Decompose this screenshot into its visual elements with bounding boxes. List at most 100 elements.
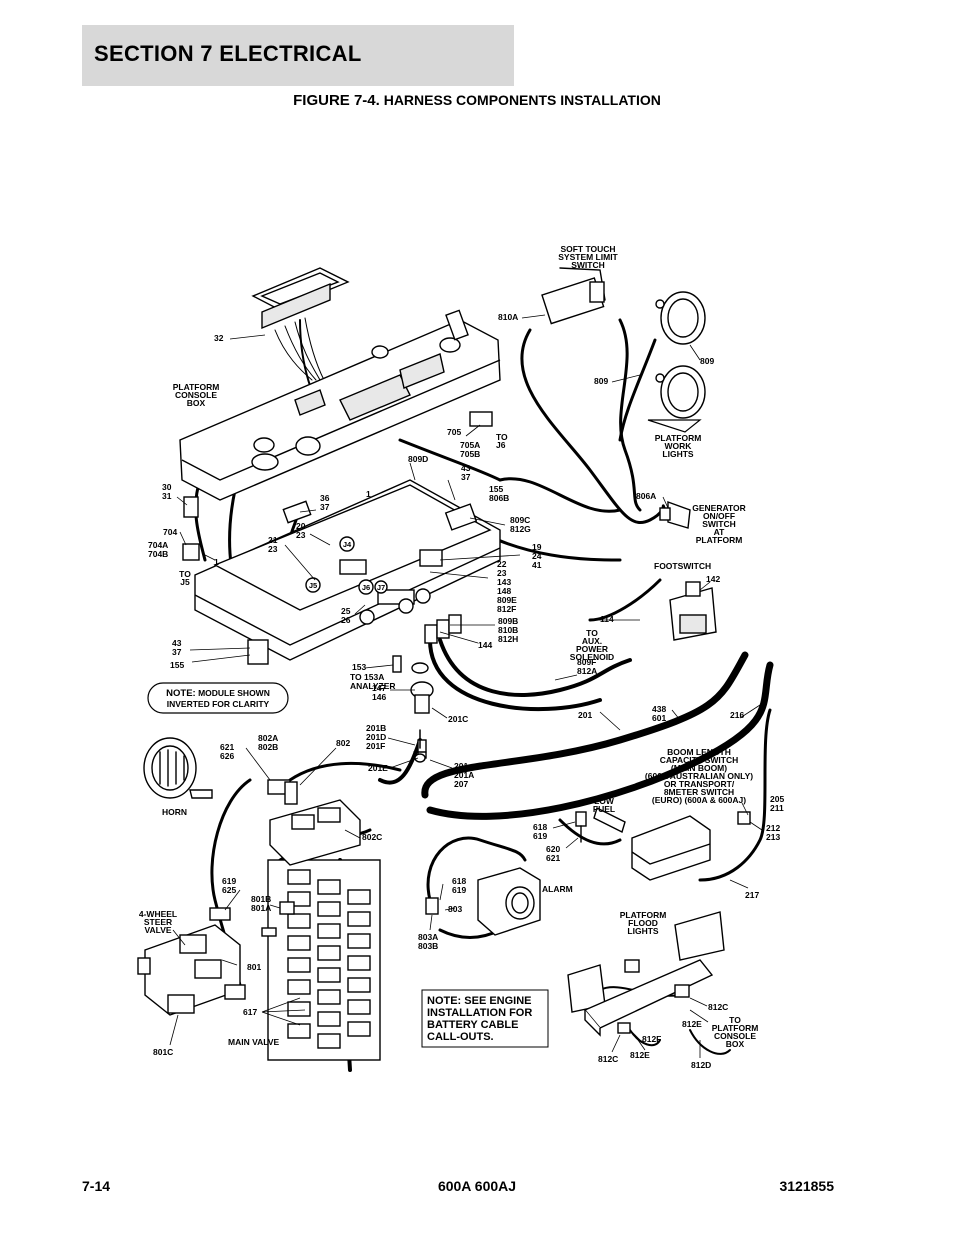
callout-line: 809C	[510, 515, 530, 525]
callout-line: 142	[706, 574, 720, 584]
callout-line: 201A	[454, 770, 474, 780]
callout-line: CONSOLE	[714, 1031, 756, 1041]
callout-line: TO 153A	[350, 672, 384, 682]
callout-line: 626	[220, 751, 234, 761]
callout-line: 213	[766, 832, 780, 842]
callout-line: CAPACITY SWITCH	[660, 755, 739, 765]
callout-line: GENERATOR	[692, 503, 746, 513]
callout-line: 704B	[148, 549, 168, 559]
callout-l-704: 704	[163, 527, 177, 537]
j3-marker: J6	[358, 579, 374, 595]
callout-line: SOFT TOUCH	[560, 244, 615, 254]
callout-line: TO	[496, 432, 508, 442]
callout-line: PLATFORM	[655, 433, 702, 443]
callout-line: VALVE	[144, 925, 171, 935]
callout-line: PLATFORM	[620, 910, 667, 920]
svg-text:J6: J6	[362, 583, 370, 592]
callout-line: TO	[729, 1015, 741, 1025]
callout-line: 705B	[460, 449, 480, 459]
callout-l-812f: 812F	[642, 1034, 661, 1044]
callout-line: 144	[478, 640, 492, 650]
callout-line: ON/OFF	[703, 511, 735, 521]
callout-line: 201E	[368, 763, 388, 773]
callout-line: 24	[532, 551, 542, 561]
callout-line: 812E	[630, 1050, 650, 1060]
callout-l-201e: 201E	[368, 763, 388, 773]
j-connector-markers: J4 J5 J6 J7	[305, 536, 431, 625]
callout-line: J6	[496, 440, 506, 450]
callout-l-803: 803	[448, 904, 462, 914]
callout-line: (MAIN BOOM)	[671, 763, 727, 773]
callout-line: 148	[497, 586, 511, 596]
callout-line: 802A	[258, 733, 278, 743]
callout-line: PLATFORM	[696, 535, 743, 545]
callout-line: 621	[220, 742, 234, 752]
callout-line: 617	[243, 1007, 257, 1017]
callout-horn: HORN	[162, 807, 187, 817]
callout-line: 22	[497, 559, 507, 569]
figure-title: FIGURE 7-4. HARNESS COMPONENTS INSTALLAT…	[0, 92, 954, 109]
callout-line: 143	[497, 577, 511, 587]
note-module-inverted: NOTE: MODULE SHOWN INVERTED FOR CLARITY	[147, 682, 289, 714]
callout-line: 201B	[366, 723, 386, 733]
callout-footswitch: FOOTSWITCH	[654, 561, 711, 571]
main-valve-icon	[267, 859, 381, 1061]
callout-line: MAIN VALVE	[228, 1037, 279, 1047]
callout-line: 806B	[489, 493, 509, 503]
callout-line: 809	[594, 376, 608, 386]
callout-line: 812H	[498, 634, 518, 644]
callout-line: 37	[461, 472, 471, 482]
callout-line: 114	[600, 614, 614, 624]
callout-l-617: 617	[243, 1007, 257, 1017]
callout-line: 216	[730, 710, 744, 720]
callout-line: LOW	[594, 796, 615, 806]
callout-line: 802	[336, 738, 350, 748]
callout-l-809a: 809	[594, 376, 608, 386]
callout-line: 36	[320, 493, 330, 503]
battery-cable-terminal-icon	[413, 729, 427, 763]
callout-line: 801A	[251, 903, 271, 913]
callout-line: 812A	[577, 666, 597, 676]
callout-line: 810B	[498, 625, 518, 635]
callout-line: 32	[214, 333, 224, 343]
j6-marker	[398, 598, 414, 614]
callout-line: SWITCH	[571, 260, 605, 270]
callout-line: FLOOD	[628, 918, 658, 928]
callout-line: FUEL	[593, 804, 615, 814]
connector-801-icon	[261, 779, 298, 937]
callout-line: 8METER SWITCH	[664, 787, 734, 797]
svg-text:J4: J4	[343, 540, 352, 549]
callout-line: SWITCH	[702, 519, 736, 529]
callout-line: 809	[700, 356, 714, 366]
j7-marker	[415, 588, 431, 604]
callout-line: AT	[714, 527, 726, 537]
section-header: SECTION 7 ELECTRICAL	[82, 25, 514, 86]
callout-line: 801	[247, 962, 261, 972]
callout-line: SOLENOID	[570, 652, 614, 662]
generator-switch-icon	[659, 501, 691, 529]
callout-line: CONSOLE	[175, 390, 217, 400]
j4-marker: J7	[374, 580, 388, 594]
callout-line: 618	[533, 822, 547, 832]
callout-line: 438	[652, 704, 666, 714]
callout-line: 37	[320, 502, 330, 512]
callout-line: 704A	[148, 540, 168, 550]
callout-line: 43	[172, 638, 182, 648]
callout-l-809d: 809D	[408, 454, 428, 464]
callout-line: 812E	[682, 1019, 702, 1029]
footswitch-icon	[669, 581, 717, 641]
callout-line: 153	[352, 662, 366, 672]
